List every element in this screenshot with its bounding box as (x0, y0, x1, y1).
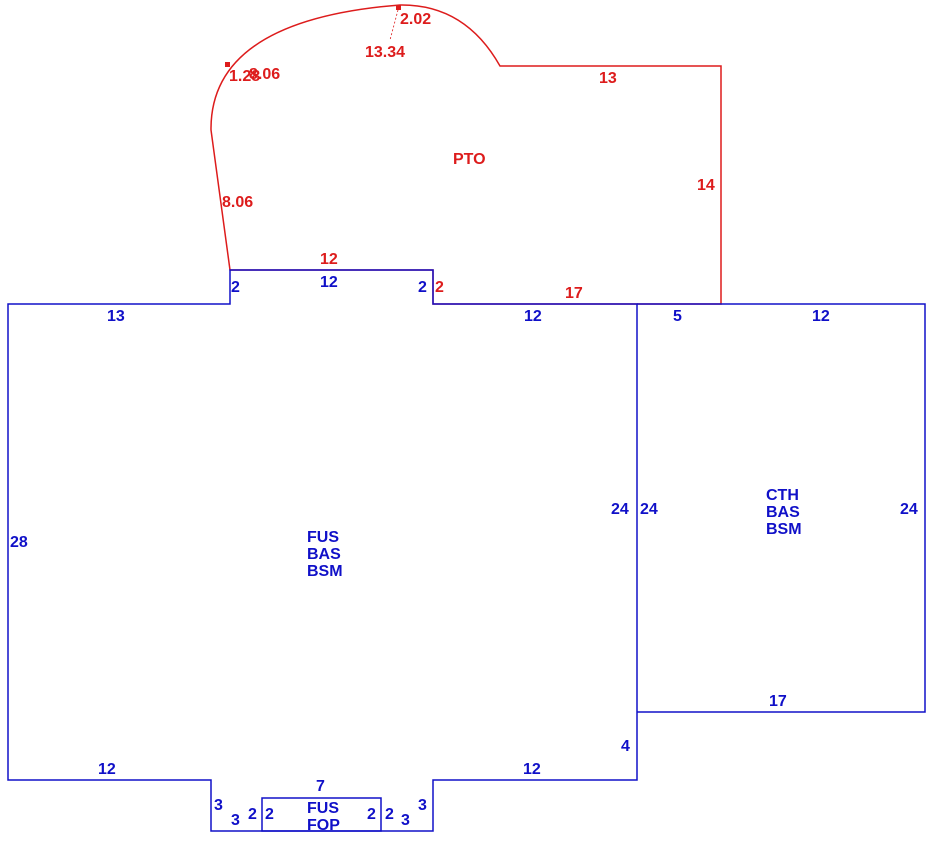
main-dim-porch-top: 7 (316, 778, 325, 795)
side-wing-dim-top-left: 5 (673, 308, 682, 325)
porch-outline (261, 797, 382, 832)
main-dim-step-right-side: 3 (418, 797, 427, 814)
main-dim-top-left: 13 (107, 308, 125, 325)
main-dim-top-right: 12 (524, 308, 542, 325)
patio-dim-bottom-step: 2 (435, 279, 444, 296)
main-dim-step-left-side: 3 (214, 797, 223, 814)
porch-dim-outer-right: 2 (385, 806, 394, 823)
side-wing-dim-bottom: 17 (769, 693, 787, 710)
main-house-code-1: FUS (307, 529, 339, 546)
side-wing-code-1: CTH (766, 487, 799, 504)
porch-dim-right: 2 (367, 806, 376, 823)
main-dim-step-right-bottom: 3 (401, 812, 410, 829)
patio-dim-arc-length: 13.34 (365, 44, 405, 61)
side-wing-dim-right: 24 (900, 501, 918, 518)
main-dim-notch-left: 2 (231, 279, 240, 296)
patio-arc-point-a (225, 62, 230, 67)
main-house-code-3: BSM (307, 563, 343, 580)
porch-code-1: FUS (307, 800, 339, 817)
main-dim-right-upper: 24 (611, 501, 629, 518)
side-wing-dim-left: 24 (640, 501, 658, 518)
main-dim-left: 28 (10, 534, 28, 551)
patio-dim-bottom-right: 17 (565, 285, 583, 302)
porch-code-2: FOP (307, 817, 340, 834)
main-dim-notch-top: 12 (320, 274, 338, 291)
main-dim-step-left-bottom: 3 (231, 812, 240, 829)
patio-dim-left-side: 8.06 (222, 194, 253, 211)
patio-dim-arc-a: 1.28 (229, 68, 260, 85)
patio-arc-point-b (396, 5, 401, 10)
side-wing-code-3: BSM (766, 521, 802, 538)
main-house-outline (7, 269, 638, 832)
patio-dim-arc-c: 2.02 (400, 11, 431, 28)
patio-dim-arc-b: 8.06 (249, 66, 280, 83)
main-dim-right-lower: 4 (621, 738, 630, 755)
patio-dim-top-right: 13 (599, 70, 617, 87)
main-dim-notch-right: 2 (418, 279, 427, 296)
side-wing-code-2: BAS (766, 504, 800, 521)
main-dim-bottom-right: 12 (523, 761, 541, 778)
porch-dim-outer-left: 2 (248, 806, 257, 823)
main-dim-bottom-left: 12 (98, 761, 116, 778)
main-house-code-2: BAS (307, 546, 341, 563)
side-wing-dim-top: 12 (812, 308, 830, 325)
patio-dim-right: 14 (697, 177, 715, 194)
porch-dim-left: 2 (265, 806, 274, 823)
side-wing-outline (637, 303, 926, 713)
patio-arc-chord (389, 9, 399, 41)
patio-dim-bottom-left: 12 (320, 251, 338, 268)
patio-code: PTO (453, 151, 486, 168)
